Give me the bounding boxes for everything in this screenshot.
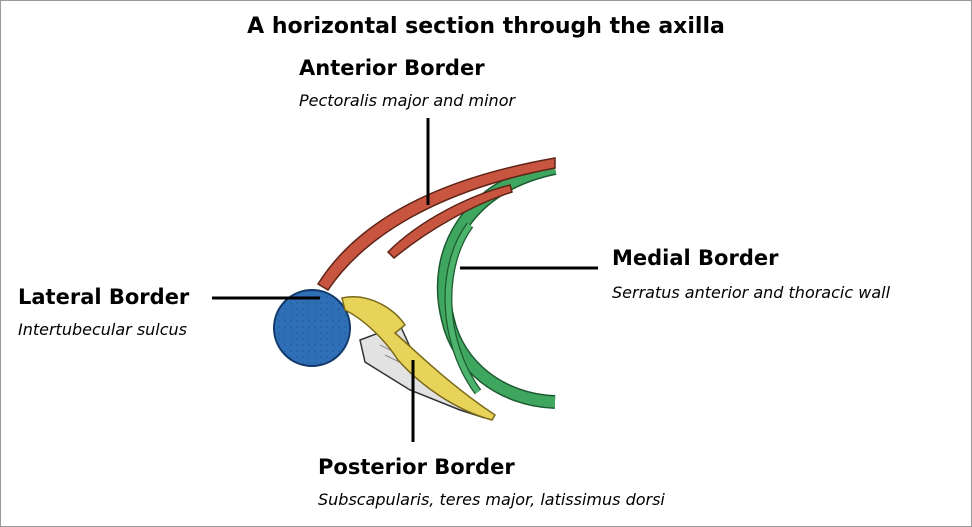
- posterior-border-structures: Subscapularis, teres major, latissimus d…: [318, 490, 665, 509]
- lateral-border-structures: Intertubecular sulcus: [18, 320, 188, 339]
- medial-border-label: Medial Border: [612, 246, 779, 270]
- posterior-border-label: Posterior Border: [318, 455, 515, 479]
- subscapularis-teres-latissimus: [341, 296, 497, 421]
- anterior-border-structures: Pectoralis major and minor: [299, 91, 516, 110]
- pectoralis-minor: [386, 184, 513, 260]
- pectoralis-major: [316, 157, 556, 292]
- anterior-border-label: Anterior Border: [299, 56, 485, 80]
- lateral-border-label: Lateral Border: [18, 285, 190, 309]
- figure-title: A horizontal section through the axilla: [247, 14, 725, 39]
- medial-border-structures: Serratus anterior and thoracic wall: [612, 283, 891, 302]
- serratus-anterior: [444, 222, 482, 395]
- humerus-head: [273, 289, 351, 367]
